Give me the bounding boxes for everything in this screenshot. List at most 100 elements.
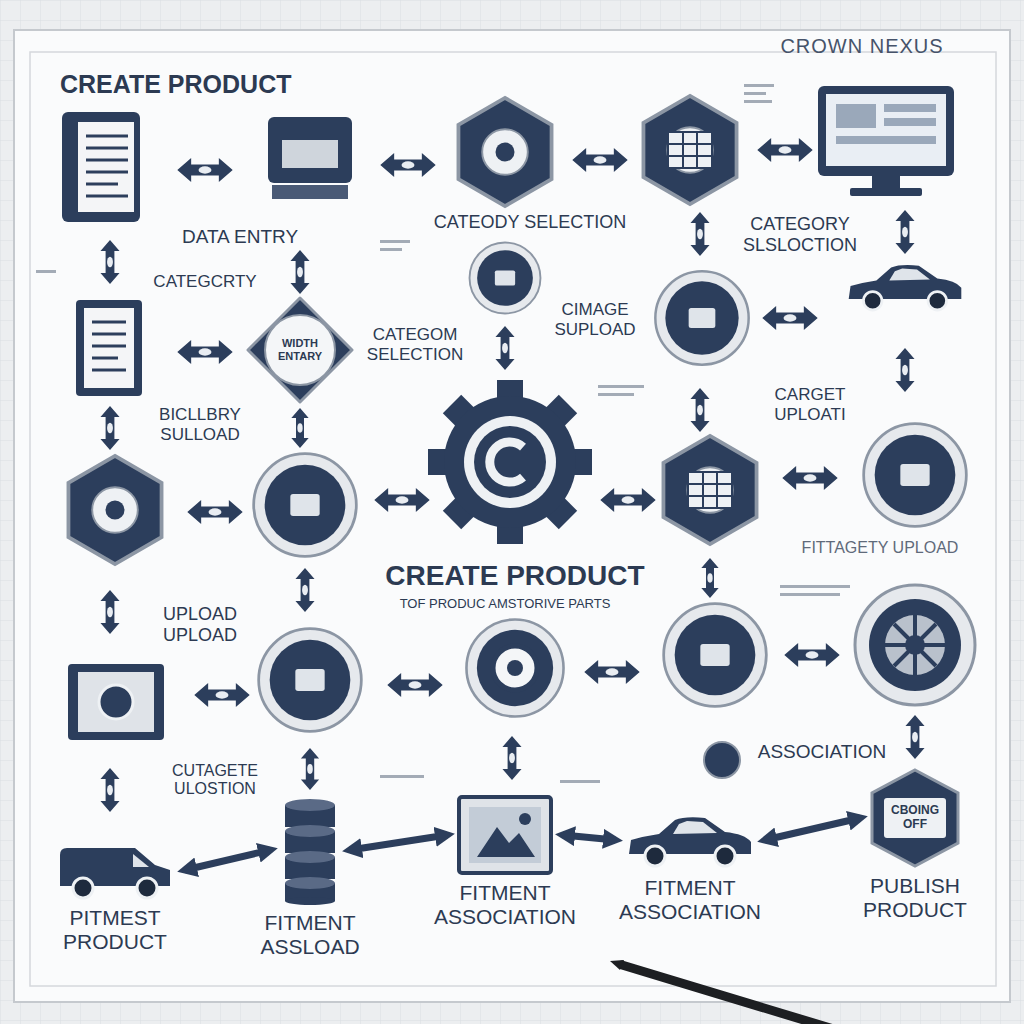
screen-block: [884, 104, 936, 112]
node-caption: FITMENT ASSLOAD: [225, 911, 395, 959]
wheel-hub: [905, 635, 925, 655]
node-caption: FITMENT ASSOCIATION: [420, 881, 590, 929]
database-step: FITMENT ASSLOAD: [280, 795, 340, 905]
grid-lines: [688, 472, 732, 508]
double-arrow: [100, 590, 119, 634]
scribble: [744, 92, 766, 95]
node-inner-text: WIDTH ENTARY: [269, 337, 331, 362]
car-step: FITMENT ASSOCIATION: [625, 810, 755, 870]
double-arrow: [502, 736, 521, 780]
double-arrow: [600, 488, 655, 512]
box-window: [282, 140, 338, 168]
van-step-shape: [55, 840, 175, 900]
scribble: [380, 248, 402, 251]
document-icon: [62, 112, 140, 222]
small-circle-icon: [704, 742, 740, 778]
text-label: FITTAGETY UPLOAD: [785, 539, 975, 557]
double-arrow: [895, 210, 914, 254]
double-arrow: [291, 408, 308, 448]
van-step-outline: [60, 848, 170, 898]
certificate-icon: [68, 664, 164, 740]
double-arrow: [495, 326, 514, 370]
circle-icon: [254, 454, 357, 557]
text-label: BICLLBRY SULLOAD: [138, 405, 263, 444]
node-inner-text: CBOING OFF: [886, 804, 944, 832]
image-step-outline: [459, 797, 551, 873]
diagram-title: CREATE PRODUCT: [60, 70, 291, 99]
circle-icon: [470, 243, 541, 314]
double-arrow: [100, 768, 119, 812]
certificate-page: [78, 672, 154, 732]
text-label: DATA ENTRY: [165, 226, 315, 248]
double-arrow: [177, 158, 232, 182]
double-arrow: [757, 138, 812, 162]
double-arrow: [295, 568, 314, 612]
car-step-outline: [629, 817, 751, 866]
double-arrow: [387, 673, 442, 697]
double-arrow: [895, 348, 914, 392]
sheet-frame: [30, 52, 996, 986]
double-arrow: [380, 153, 435, 177]
certificate-seal: [99, 685, 133, 719]
target-icon: [466, 619, 563, 716]
grid-lines: [668, 132, 712, 168]
double-arrow: [177, 340, 232, 364]
scribble: [380, 775, 424, 778]
database-step-outline: [285, 799, 335, 905]
double-arrow: [290, 250, 309, 294]
scribble: [780, 585, 850, 588]
double-arrow: [762, 306, 817, 330]
node-caption: PITMEST PRODUCT: [30, 906, 200, 954]
double-arrow: [905, 715, 924, 759]
certificate-body: [68, 664, 164, 740]
wheel-ring: [855, 585, 975, 705]
text-label: ASSOCIATION: [747, 741, 897, 763]
double-arrow: [374, 488, 429, 512]
wheel-tyre: [869, 599, 961, 691]
screen-block: [884, 118, 936, 126]
paper-sheet: [14, 30, 1010, 1002]
scribble: [598, 393, 634, 396]
connector-arrow: [350, 835, 447, 850]
pen-body: [622, 965, 850, 1024]
connector-arrow: [765, 818, 860, 840]
grid-panel: [668, 132, 712, 168]
connector-arrow: [185, 850, 270, 870]
gear-hexagon-icon: [68, 456, 161, 564]
wheel-spokes: [885, 615, 945, 675]
text-label: CUTAGETE ULOSTION: [155, 762, 275, 799]
scribble: [744, 84, 774, 87]
box-base: [272, 185, 348, 199]
screen-block: [836, 104, 876, 128]
gear-logo: [490, 442, 523, 482]
scribble: [560, 780, 600, 783]
double-arrow: [100, 240, 119, 284]
scribble: [36, 270, 56, 273]
publish-badge-outline: [872, 770, 958, 866]
scribble: [780, 593, 840, 596]
image-step: FITMENT ASSOCIATION: [457, 795, 553, 875]
double-arrow: [701, 558, 718, 598]
node-caption: FITMENT ASSOCIATION: [605, 876, 775, 924]
document-lines: [92, 322, 126, 370]
document-page: [78, 122, 134, 212]
grid-icon: [668, 132, 712, 168]
text-label: CATEODY SELECTION: [415, 212, 645, 233]
decision-diamond-outline: [248, 298, 352, 402]
pen: [610, 960, 850, 1024]
publish-badge: CBOING OFFPUBLISH PRODUCT: [870, 768, 960, 868]
box-body: [268, 117, 352, 183]
text-label: TOF PRODUC AMSTORIVE PARTS: [355, 597, 655, 612]
screen-block: [836, 136, 936, 144]
circle-icon: [664, 604, 767, 707]
image-step-shape: [457, 795, 553, 875]
monitor-base: [850, 188, 922, 196]
gear-ring: [464, 416, 556, 508]
scribble: [380, 240, 410, 243]
double-arrows: [100, 138, 924, 812]
target-ring: [493, 646, 537, 690]
scribble-marks: [36, 84, 850, 783]
scribble: [598, 385, 644, 388]
